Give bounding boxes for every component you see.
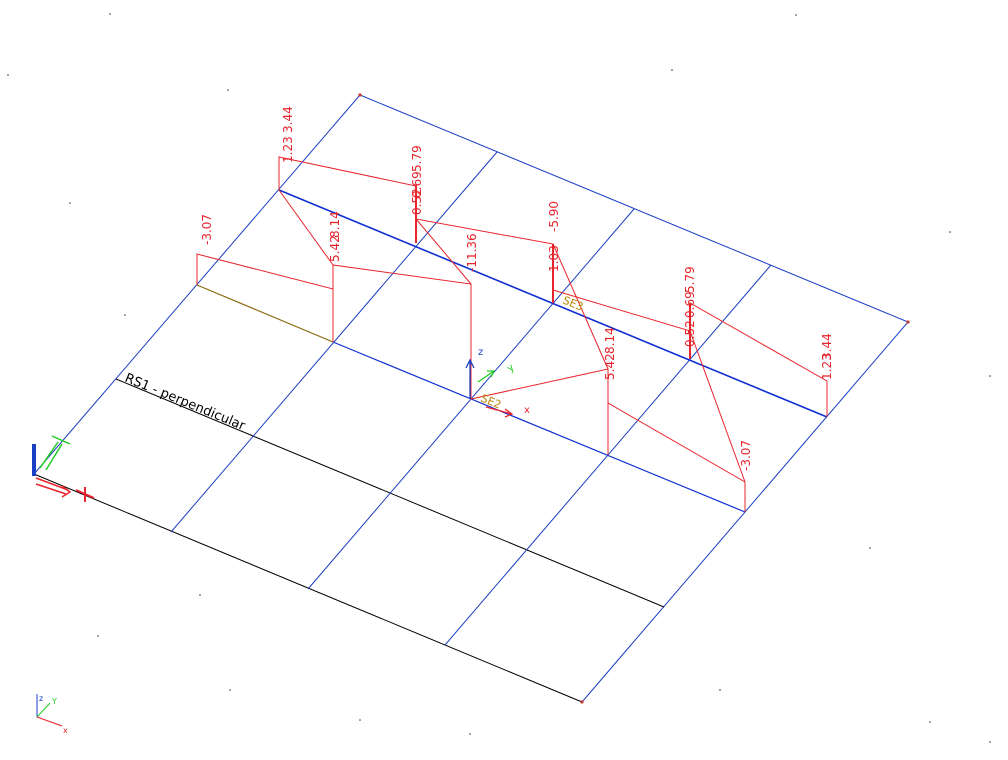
view-axis-indicator: z Y x <box>36 694 68 735</box>
value-back-mid1-a: 0.52 <box>410 188 424 215</box>
value-back-mid2-c: 5.79 <box>683 266 697 293</box>
view-axis-z-label: z <box>39 694 43 703</box>
local-axis-z-label: z <box>478 347 483 358</box>
value-front-mid2-b: 8.14 <box>603 327 617 354</box>
value-back-mid1-b: 0.69 <box>410 171 424 198</box>
view-axis-y-label: Y <box>51 697 57 706</box>
value-front-mid2-a: 5.42 <box>603 353 617 380</box>
value-back-mid-a: 1.03 <box>547 245 561 272</box>
slab-grid <box>33 93 910 704</box>
value-back-mid2-a: 0.52 <box>683 320 697 347</box>
local-axis-y-label: y <box>505 362 517 374</box>
value-center-mid: -11.36 <box>465 233 479 272</box>
value-back-mid2-b: 0.69 <box>683 291 697 318</box>
local-axes: z y x <box>465 347 530 418</box>
value-back-right-b: 3.44 <box>820 333 834 360</box>
view-axis-x-label: x <box>63 726 68 735</box>
value-back-right-a: 1.23 <box>820 353 834 380</box>
value-front-left: -3.07 <box>200 214 214 245</box>
value-back-mid1-c: 5.79 <box>410 145 424 172</box>
section-labels: SE3 SE2 RS1 - perpendicular <box>122 294 585 434</box>
section-rs1-label: RS1 - perpendicular <box>122 371 247 434</box>
section-se3-label: SE3 <box>561 294 585 314</box>
slab-edge-front <box>33 473 583 703</box>
result-diagram <box>196 156 828 512</box>
value-front-right: -3.07 <box>739 440 753 471</box>
local-axis-x-label: x <box>524 405 530 416</box>
value-front-mid1-a: 5.42 <box>328 235 342 262</box>
support-symbol <box>32 435 95 502</box>
slab-edge-back <box>359 94 909 323</box>
value-front-mid1-b: 8.14 <box>328 211 342 238</box>
background-dots <box>7 13 991 743</box>
value-labels: 1.23 3.44 -3.07 0.52 0.69 5.79 5.42 8.14… <box>200 106 834 471</box>
value-back-mid-b: -5.90 <box>547 201 561 232</box>
value-back-left-b: 3.44 <box>281 106 295 133</box>
value-back-left-a: 1.23 <box>281 136 295 163</box>
